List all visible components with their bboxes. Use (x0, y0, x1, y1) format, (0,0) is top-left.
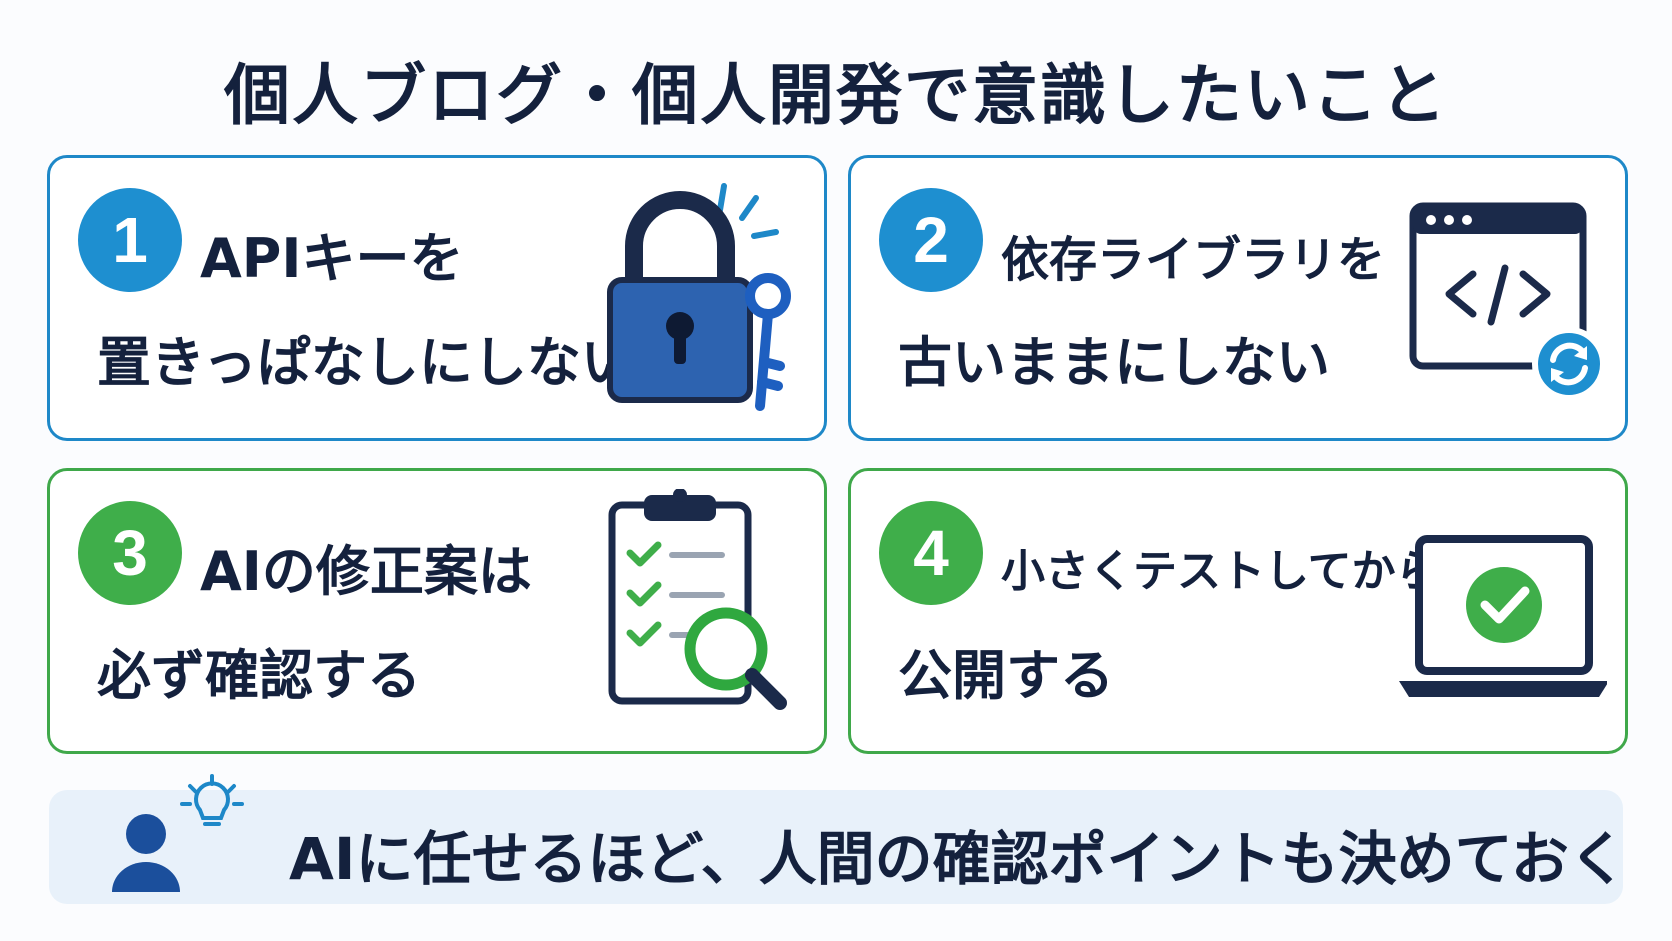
step-number-badge: 2 (879, 188, 983, 292)
person-lightbulb-icon (104, 770, 264, 900)
card-heading-line1: 依存ライブラリを (1001, 232, 1386, 288)
checklist-magnifier-icon (596, 488, 806, 739)
card-heading-line1: 小さくテストしてから (1001, 546, 1440, 597)
card-heading-line2: 公開する (898, 644, 1114, 707)
code-window-refresh-icon (1397, 176, 1607, 426)
page-title: 個人ブログ・個人開発で意識したいこと (224, 57, 1448, 134)
footer-banner: AIに任せるほど、人間の確認ポイントも決めておく (49, 774, 1627, 904)
laptop-check-icon (1397, 489, 1609, 739)
card-api-key: 1 APIキーを 置きっぱなしにしない (47, 155, 827, 441)
step-number-badge: 1 (78, 188, 182, 292)
footer-message: AIに任せるほど、人間の確認ポイントも決めておく (289, 825, 1627, 893)
card-ai-review: 3 AIの修正案は 必ず確認する (47, 468, 827, 754)
card-heading-line1: AIの修正案は (200, 540, 532, 603)
card-heading-line2: 必ず確認する (97, 644, 421, 707)
padlock-key-icon (596, 176, 806, 426)
card-heading-line1: APIキーを (200, 227, 464, 290)
card-test-before-publish: 4 小さくテストしてから 公開する (848, 468, 1628, 754)
card-dependencies: 2 依存ライブラリを 古いままにしない (848, 155, 1628, 441)
step-number-badge: 4 (879, 501, 983, 605)
card-heading-line2: 置きっぱなしにしない (97, 331, 635, 394)
card-heading-line2: 古いままにしない (898, 331, 1330, 394)
step-number-badge: 3 (78, 501, 182, 605)
